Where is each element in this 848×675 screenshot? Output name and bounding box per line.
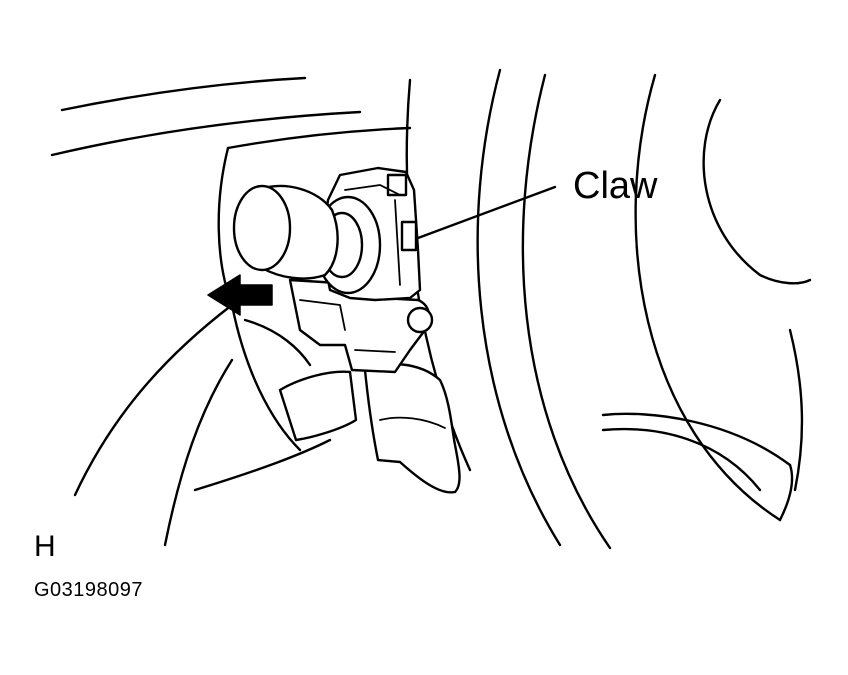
figure-code: G03198097	[34, 579, 144, 601]
removal-arrow	[207, 274, 273, 316]
steering-column-cover	[476, 68, 812, 550]
lower-panel	[73, 303, 332, 547]
wire-harness	[363, 362, 461, 494]
claw-callout-label: Claw	[573, 165, 658, 207]
switch-knob	[232, 184, 339, 280]
view-letter: H	[34, 530, 56, 563]
claw-leader-line	[416, 185, 557, 240]
switch-bracket	[288, 278, 434, 374]
dashboard-trim	[50, 76, 412, 157]
pedal-pad	[278, 370, 358, 442]
